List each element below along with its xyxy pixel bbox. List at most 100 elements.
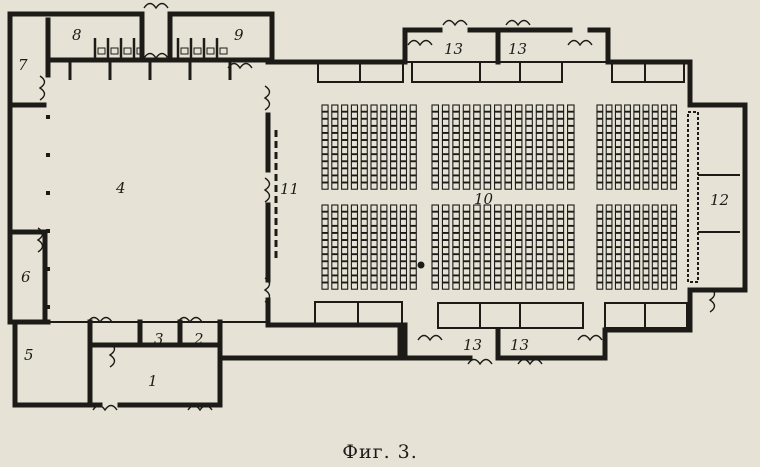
seat <box>452 211 460 219</box>
seat <box>633 161 641 169</box>
seat <box>473 218 481 227</box>
seat <box>605 232 613 241</box>
seat-row <box>350 204 359 290</box>
seat <box>651 218 659 227</box>
door-swing-icon <box>87 316 113 324</box>
seat <box>525 139 533 148</box>
room-label-3: 3 <box>154 330 164 348</box>
seat <box>614 146 622 155</box>
seat <box>483 232 492 241</box>
seat <box>556 218 565 227</box>
seat <box>452 161 460 169</box>
seat <box>651 132 659 141</box>
seat <box>525 182 533 190</box>
seat <box>390 239 398 248</box>
seat <box>341 154 349 162</box>
column-dot <box>417 261 425 269</box>
seat <box>525 204 533 212</box>
seat <box>473 139 481 148</box>
seat <box>321 104 329 112</box>
seat <box>341 254 349 262</box>
seat <box>431 268 440 276</box>
seat <box>441 218 450 227</box>
seat <box>441 204 450 212</box>
seat <box>462 254 471 262</box>
seat <box>494 168 502 176</box>
seat <box>546 204 554 212</box>
seat <box>341 132 349 141</box>
seat <box>331 118 339 126</box>
seat <box>441 232 450 241</box>
seat <box>661 254 668 262</box>
seat <box>514 239 523 248</box>
hall-bottom-wall-2 <box>497 302 693 361</box>
seat <box>462 104 471 112</box>
seat <box>661 182 668 190</box>
seat <box>670 204 678 212</box>
seat-row <box>462 104 471 190</box>
seat <box>670 275 678 283</box>
hall-top-wall-3 <box>587 27 693 108</box>
seat <box>546 161 554 169</box>
seat <box>567 182 575 190</box>
seat <box>380 239 388 248</box>
seat-row <box>525 104 533 190</box>
seat <box>390 182 398 190</box>
seat <box>370 211 378 219</box>
seat <box>331 225 339 234</box>
seat-row <box>462 204 471 290</box>
seat-row <box>670 204 678 290</box>
seat <box>321 204 329 212</box>
seat <box>409 132 417 141</box>
seat <box>504 254 513 262</box>
seat <box>380 161 388 169</box>
seat <box>504 146 513 155</box>
seat <box>483 218 492 227</box>
seat <box>651 211 659 219</box>
seat <box>514 111 523 119</box>
stage-edge <box>687 111 699 283</box>
seat-row <box>380 204 388 290</box>
seat <box>494 104 502 112</box>
seat <box>596 225 604 234</box>
seat <box>535 182 544 190</box>
seat <box>360 139 368 148</box>
seat <box>546 211 554 219</box>
seat <box>504 175 513 183</box>
seat <box>504 275 513 283</box>
seat <box>331 282 339 290</box>
seat <box>331 125 339 134</box>
room-label-5: 5 <box>24 346 34 364</box>
seat <box>596 282 604 290</box>
seat <box>360 246 368 255</box>
seat <box>596 111 604 119</box>
seat <box>556 118 565 126</box>
seat <box>670 168 678 176</box>
seat <box>441 125 450 134</box>
seat <box>431 218 440 227</box>
seat-row <box>624 204 631 290</box>
room-label-11: 11 <box>280 180 299 198</box>
seat <box>494 282 502 290</box>
corridor-wall <box>217 322 408 361</box>
seat <box>556 139 565 148</box>
seat <box>341 246 349 255</box>
seat <box>651 282 659 290</box>
seat <box>380 282 388 290</box>
seat <box>350 125 359 134</box>
seat <box>370 275 378 283</box>
seat <box>473 125 481 134</box>
seat <box>504 154 513 162</box>
seat <box>390 282 398 290</box>
seat-row <box>567 104 575 190</box>
seat <box>567 239 575 248</box>
seat <box>441 182 450 190</box>
seat <box>642 111 650 119</box>
seat <box>390 254 398 262</box>
seat <box>624 211 631 219</box>
seat <box>596 118 604 126</box>
seat <box>360 204 368 212</box>
seat <box>441 168 450 176</box>
seat <box>525 268 533 276</box>
seat <box>494 132 502 141</box>
